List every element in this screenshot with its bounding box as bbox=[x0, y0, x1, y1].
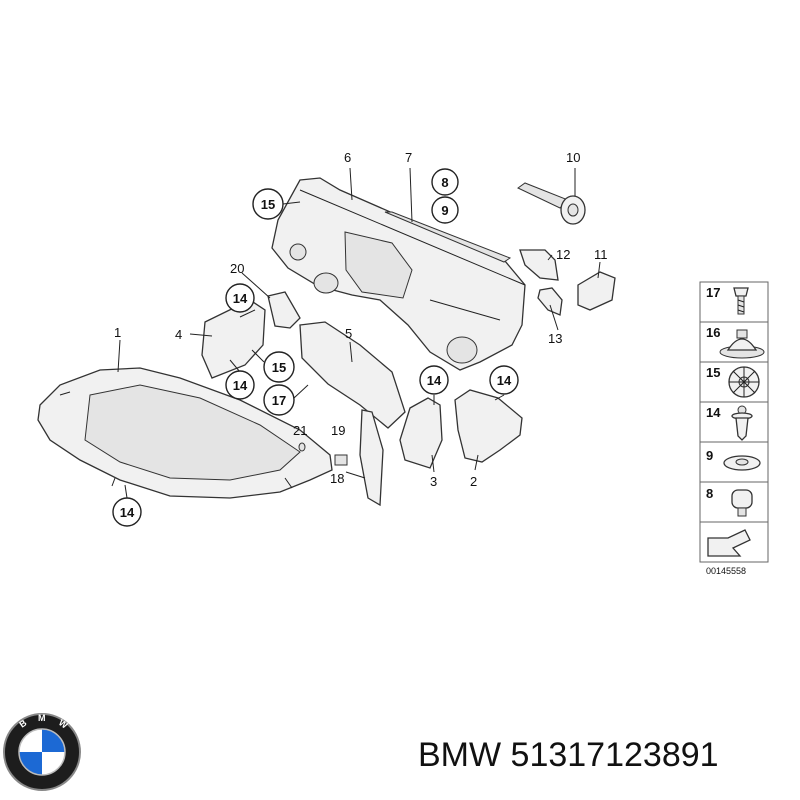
svg-text:M: M bbox=[38, 713, 46, 723]
callout-17: 17 bbox=[263, 384, 295, 416]
callout-9: 9 bbox=[431, 196, 459, 224]
legend-num-16: 16 bbox=[706, 325, 720, 340]
part-seal-strip bbox=[384, 211, 512, 263]
part-bracket-20 bbox=[267, 291, 301, 329]
part-panel-2 bbox=[454, 389, 523, 463]
svg-text:15: 15 bbox=[272, 360, 286, 375]
label-6: 6 bbox=[344, 150, 351, 165]
legend-num-9: 9 bbox=[706, 448, 713, 463]
legend-num-17: 17 bbox=[706, 285, 720, 300]
svg-text:9: 9 bbox=[441, 203, 448, 218]
label-2: 2 bbox=[470, 474, 477, 489]
part-number: 51317123891 bbox=[510, 736, 719, 774]
dome-cap-icon bbox=[719, 329, 765, 359]
label-19: 19 bbox=[331, 423, 345, 438]
label-11: 11 bbox=[594, 247, 608, 262]
part-insulation-mat bbox=[37, 367, 333, 499]
label-4: 4 bbox=[175, 327, 182, 342]
brand-name: BMW bbox=[418, 736, 502, 774]
label-5: 5 bbox=[345, 326, 352, 341]
diagram-code: 00145558 bbox=[706, 566, 746, 576]
part-panel-5 bbox=[299, 321, 406, 429]
label-7: 7 bbox=[405, 150, 412, 165]
legend-num-8: 8 bbox=[706, 486, 713, 501]
callout-8: 8 bbox=[431, 168, 459, 196]
push-clip-icon bbox=[731, 489, 753, 517]
label-18: 18 bbox=[330, 471, 344, 486]
part-bracket-12 bbox=[519, 249, 559, 281]
direction-arrow-icon bbox=[707, 529, 751, 557]
label-10: 10 bbox=[566, 150, 580, 165]
svg-text:15: 15 bbox=[261, 197, 275, 212]
part-panel-3 bbox=[399, 397, 443, 469]
callout-15-b: 15 bbox=[263, 351, 295, 383]
part-clip-21 bbox=[298, 442, 306, 452]
brand-part-number: BMW 51317123891 bbox=[418, 736, 719, 775]
svg-text:14: 14 bbox=[233, 378, 248, 393]
label-3: 3 bbox=[430, 474, 437, 489]
label-1: 1 bbox=[114, 325, 121, 340]
svg-text:14: 14 bbox=[427, 373, 442, 388]
expanding-rivet-icon bbox=[731, 405, 753, 441]
label-12: 12 bbox=[556, 247, 570, 262]
svg-text:B: B bbox=[17, 717, 28, 729]
callout-14-e: 14 bbox=[489, 365, 519, 395]
svg-text:14: 14 bbox=[497, 373, 512, 388]
part-strip-18 bbox=[359, 409, 384, 507]
callout-14-c: 14 bbox=[112, 497, 142, 527]
callout-14-d: 14 bbox=[419, 365, 449, 395]
label-20: 20 bbox=[230, 261, 244, 276]
label-21: 21 bbox=[293, 423, 307, 438]
washer-icon bbox=[723, 455, 761, 471]
svg-text:17: 17 bbox=[272, 393, 286, 408]
callout-14-a: 14 bbox=[225, 283, 255, 313]
label-13: 13 bbox=[548, 331, 562, 346]
svg-text:8: 8 bbox=[441, 175, 448, 190]
fastener-legend: 17 16 15 14 9 8 bbox=[699, 281, 769, 563]
rosette-clip-icon bbox=[728, 366, 760, 398]
legend-num-15: 15 bbox=[706, 365, 720, 380]
part-tape-roll bbox=[517, 182, 586, 225]
part-side-panel-4 bbox=[201, 299, 266, 379]
svg-text:14: 14 bbox=[233, 291, 248, 306]
screw-bolt-icon bbox=[733, 287, 749, 315]
part-clip-19 bbox=[334, 454, 348, 466]
callout-15-a: 15 bbox=[252, 188, 284, 220]
legend-num-14: 14 bbox=[706, 405, 721, 420]
callout-14-b: 14 bbox=[225, 370, 255, 400]
bmw-roundel-logo: B M W bbox=[3, 713, 81, 791]
svg-text:14: 14 bbox=[120, 505, 135, 520]
part-bracket-13 bbox=[537, 287, 563, 316]
leader-lines bbox=[117, 167, 601, 499]
part-bulkhead bbox=[271, 177, 526, 371]
part-bracket-11 bbox=[577, 271, 616, 311]
